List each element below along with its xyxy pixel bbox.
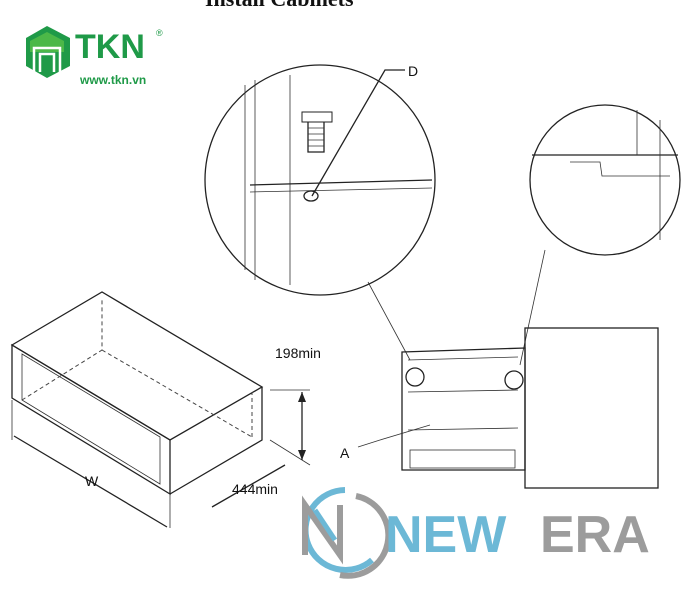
tkn-logo: TKN ® www.tkn.vn <box>26 26 163 87</box>
callout-d: D <box>408 63 418 79</box>
unit-assembly-drawing: A <box>340 327 659 489</box>
width-label: W <box>85 473 99 489</box>
depth-label: 444min <box>232 481 278 497</box>
newera-text-new: NEW <box>385 506 507 564</box>
height-label: 198min <box>275 345 321 361</box>
newera-text-era: ERA <box>540 506 650 564</box>
registered-mark: ® <box>156 28 163 38</box>
detail-circle-right <box>529 104 681 256</box>
tkn-logo-text: TKN <box>75 28 145 66</box>
tkn-url: www.tkn.vn <box>79 73 146 87</box>
detail-circle-d: D <box>204 63 436 296</box>
page-title: Install Cabinets <box>205 0 354 11</box>
cabinet-box-drawing: 198min 444min W <box>10 291 321 528</box>
newera-logo: NEW ERA <box>302 487 650 579</box>
callout-a: A <box>340 445 350 461</box>
